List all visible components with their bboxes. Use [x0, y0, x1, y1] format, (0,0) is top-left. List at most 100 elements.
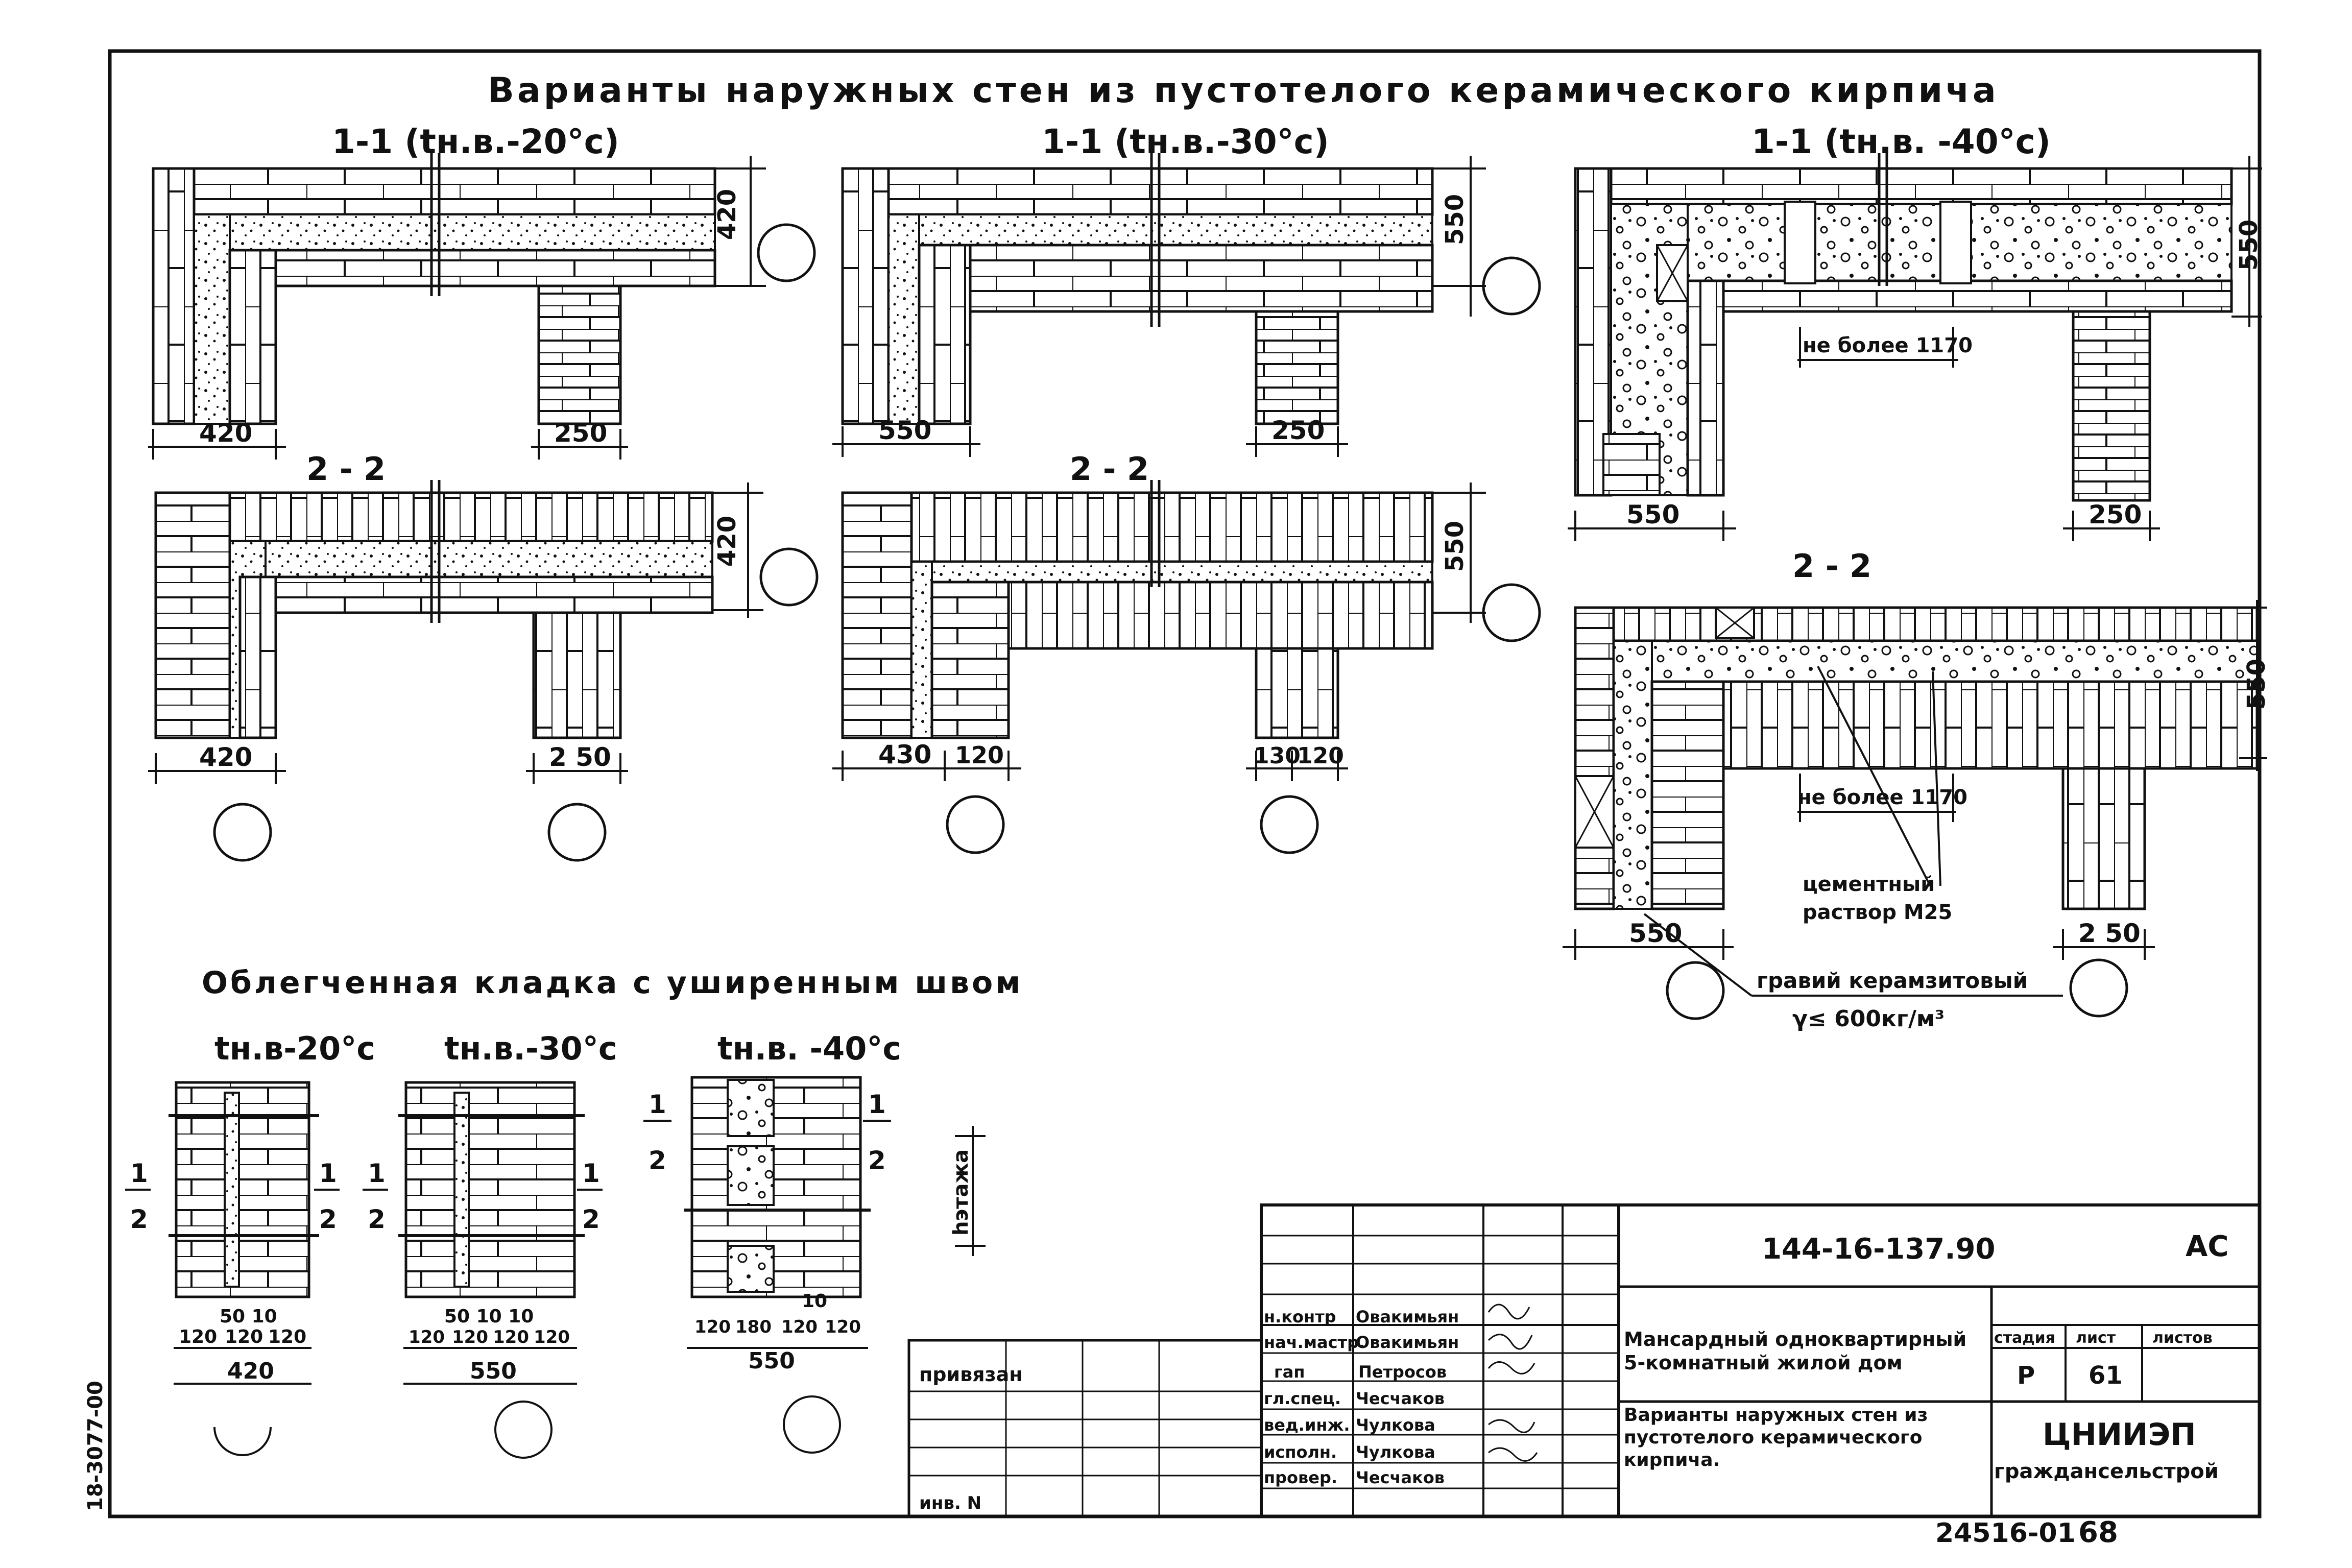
frac-1-right: 1: [319, 1159, 337, 1188]
max-1170-label: не более 1170: [1797, 786, 1967, 809]
role-4: вед.инж.: [1264, 1415, 1350, 1435]
dim-top-c: 10: [802, 1291, 827, 1312]
dim-550-vertical: 550: [1441, 521, 1469, 572]
role-6: провер.: [1264, 1468, 1337, 1487]
temp-label-minus20: tн.в-20°с: [214, 1030, 375, 1067]
mortar-label: раствор М25: [1803, 901, 1952, 924]
frac-2-right: 2: [319, 1204, 337, 1234]
org-name-2: граждансельстрой: [1994, 1460, 2219, 1483]
dim-c-4: 120: [825, 1317, 861, 1337]
detail-2-2-minus30: 2 - 2 550 430 120 130 120: [832, 450, 1541, 854]
dim-c-1: 120: [694, 1317, 731, 1337]
dim-550-vertical: 550: [2235, 220, 2263, 271]
axis-bubble: [946, 795, 1005, 854]
dim-550-vertical: 550: [2242, 659, 2271, 710]
document-code: 144-16-137.90: [1762, 1233, 1995, 1266]
dim-c-3: 120: [781, 1317, 818, 1337]
dim-420-vertical: 420: [713, 189, 741, 240]
frac-2-left: 2: [130, 1204, 148, 1234]
dim-250: 250: [2089, 500, 2142, 529]
detail-2-2-minus40: 2 - 2 не более 1170 550 цементный раство…: [1563, 547, 2271, 1032]
detail-1-1-minus30: 1-1 (tн.в.-30°с) 550 550 250: [832, 122, 1541, 457]
axis-bubble: [783, 1395, 841, 1454]
wall-section-a: [175, 1081, 310, 1298]
floor-height-label: hэтажа: [949, 1149, 973, 1236]
section-label-2-2-minus30: 2 - 2: [1070, 450, 1149, 488]
dim-420: 420: [199, 742, 252, 772]
album-code: АС: [2186, 1230, 2228, 1263]
dim-420: 420: [199, 418, 252, 448]
cement-label: цементный: [1803, 873, 1935, 896]
axis-bubble: [2069, 958, 2128, 1018]
title-block: привязан инв. N н.контр нач.мастр. гап г…: [907, 1203, 2261, 1518]
stage-label: стадия: [1994, 1329, 2055, 1347]
axis-bubble: [494, 1401, 553, 1459]
section-label-1-1-minus20: 1-1 (tн.в.-20°с): [332, 122, 619, 161]
dim-b-1: 120: [409, 1327, 445, 1347]
section-label-2-2-minus40: 2 - 2: [1792, 547, 1871, 585]
sheet-title: Варианты наружных стен из пустотелого ке…: [1624, 1405, 1928, 1470]
org-name: ЦНИИЭП: [2043, 1417, 2196, 1453]
dim-420-vertical: 420: [713, 516, 741, 567]
name-0: Овакимьян: [1356, 1307, 1459, 1326]
dim-250: 2 50: [549, 742, 611, 772]
name-4: Чулкова: [1356, 1415, 1435, 1435]
frac-1-left: 1: [130, 1159, 148, 1188]
dim-a-3: 120: [268, 1326, 306, 1347]
detail-2-2-minus20: 2 - 2 420 420 2 50: [148, 450, 819, 862]
stage-value: Р: [2017, 1361, 2035, 1390]
dim-550-vertical: 550: [1441, 194, 1469, 245]
role-5: исполн.: [1264, 1442, 1337, 1462]
dim-a-1: 120: [179, 1326, 217, 1347]
name-1: Овакимьян: [1356, 1333, 1459, 1352]
name-3: Чесчаков: [1356, 1389, 1445, 1408]
sheets-label: листов: [2152, 1329, 2213, 1347]
frac-2-right-b: 2: [582, 1204, 600, 1234]
dim-430: 430: [878, 740, 931, 769]
section-label-1-1-minus30: 1-1 (tн.в.-30°с): [1042, 122, 1329, 161]
frac-1-c: 1: [868, 1090, 886, 1119]
dim-a-total: 420: [227, 1358, 274, 1384]
bound-label: привязан: [919, 1363, 1023, 1386]
page-number: 68: [2078, 1516, 2118, 1549]
axis-bubble: [759, 547, 819, 607]
axis-bubble: [1260, 795, 1319, 854]
role-3: гл.спец.: [1264, 1389, 1341, 1408]
wall-section-b: [404, 1081, 576, 1298]
lightweight-concrete-fill: [1610, 203, 2233, 282]
frac-1-right-b: 1: [582, 1159, 600, 1188]
axis-bubble: [213, 803, 272, 862]
inventory-label: инв. N: [919, 1493, 981, 1513]
name-5: Чулкова: [1356, 1442, 1435, 1462]
project-title: Мансардный одноквартирный 5-комнатный жи…: [1624, 1328, 1967, 1374]
frac-2-left-b: 2: [368, 1204, 386, 1234]
max-1170-label: не более 1170: [1803, 334, 1973, 357]
axis-bubble: [757, 223, 816, 282]
role-1: нач.мастр.: [1264, 1333, 1365, 1352]
side-stamp: 18-3077-00: [84, 1381, 107, 1511]
dim-a-2: 120: [225, 1326, 263, 1347]
detail-1-1-minus20: 1-1 (tн.в.-20°с) 420 420 250: [148, 122, 816, 460]
lightweight-masonry: Облегченная кладка с уширенным швом tн.в…: [125, 965, 1020, 1459]
drawing-title: Варианты наружных стен из пустотелого ке…: [488, 70, 1999, 111]
dim-top-a: 50 10: [220, 1306, 277, 1327]
dim-c-total: 550: [748, 1348, 795, 1374]
dim-250: 2 50: [2078, 919, 2141, 948]
axis-bubble: [1482, 256, 1541, 316]
mortar-joint: [193, 213, 716, 251]
temp-label-minus30: tн.в.-30°с: [444, 1030, 617, 1067]
dim-250: 250: [554, 418, 607, 448]
dim-550: 550: [878, 416, 931, 445]
frac-1-left-b: 1: [368, 1159, 386, 1188]
axis-bubble: [1666, 961, 1725, 1020]
dim-b-total: 550: [470, 1358, 517, 1384]
frac-2-c2: 2: [649, 1146, 666, 1175]
name-6: Чесчаков: [1356, 1468, 1445, 1487]
role-0: н.контр: [1264, 1307, 1336, 1326]
dim-b-3: 120: [493, 1327, 529, 1347]
dim-c-2: 180: [735, 1317, 772, 1337]
signatures: [1487, 1304, 1538, 1462]
detail-1-1-minus40: 1-1 (tн.в. -40°с) не более 1170 550 550 …: [1568, 122, 2263, 541]
axis-bubble: [1482, 583, 1541, 642]
